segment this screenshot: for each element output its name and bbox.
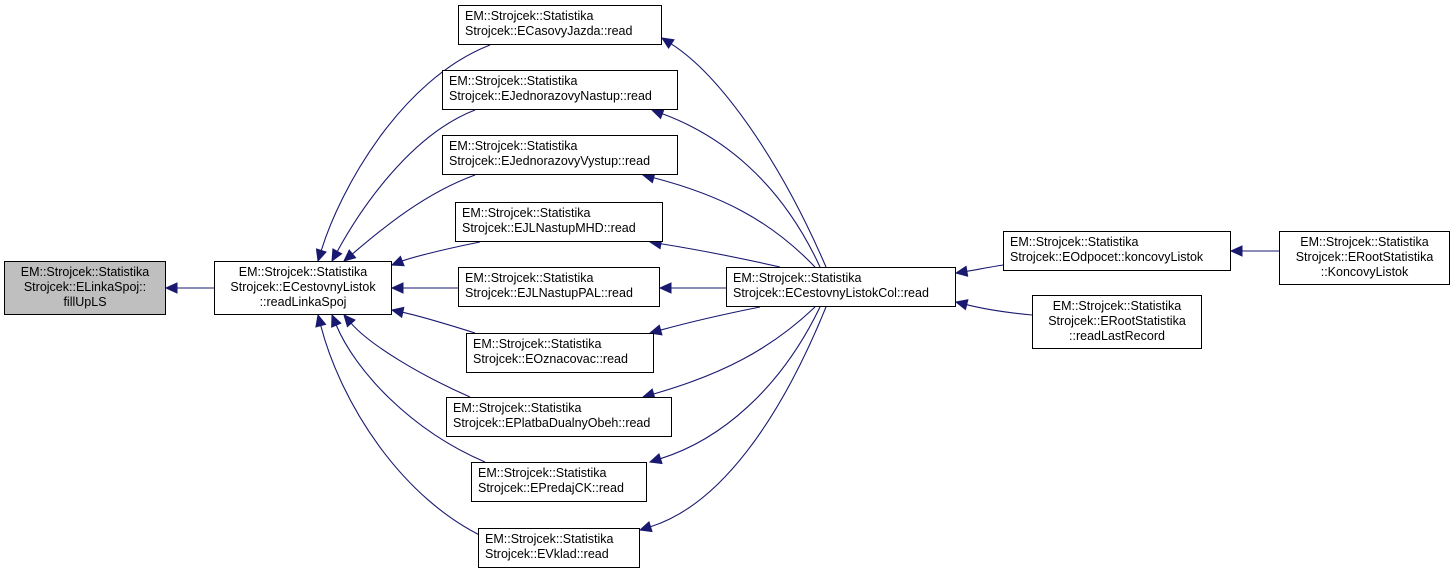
arrowhead-icon	[390, 282, 404, 294]
arrowhead-icon	[638, 521, 653, 533]
node-label-line: Strojcek::EJLNastupPAL::read	[465, 286, 633, 300]
node-label-line: Strojcek::EPlatbaDualnyObeh::read	[453, 416, 651, 430]
node-label-line: EM::Strojcek::Statistika	[20, 265, 150, 279]
arrowhead-icon	[650, 108, 665, 120]
node-label-line: Strojcek::EJednorazovyNastup::read	[449, 89, 652, 103]
edge-ECestovnyListokCol-to-EPredajCK	[660, 306, 821, 460]
node-label-line: Strojcek::ERootStatistika	[1295, 250, 1434, 264]
arrowhead-icon	[315, 313, 327, 328]
node-label-line: EM::Strojcek::Statistika	[1010, 235, 1139, 249]
edge-ECestovnyListokCol-to-EPlatbaDualnyObeh	[653, 306, 816, 395]
node-label-line: EM::Strojcek::Statistika	[238, 265, 368, 279]
arrowhead-icon	[164, 282, 178, 294]
edge-EJLNastupMHD-to-readLinkaSpoj	[402, 241, 481, 262]
node-label-line: Strojcek::EJednorazovyVystup::read	[449, 154, 651, 168]
arrowhead-icon	[343, 249, 357, 262]
arrowhead-icon	[390, 255, 405, 267]
node-label-line: EM::Strojcek::Statistika	[733, 271, 862, 285]
arrowhead-icon	[648, 453, 663, 465]
edge-EOznacovac-to-readLinkaSpoj	[402, 311, 476, 334]
node-label-line: EM::Strojcek::Statistika	[1052, 299, 1182, 313]
node-label-line: EM::Strojcek::Statistika	[473, 337, 602, 351]
edge-ECestovnyListokCol-to-EOznacovac	[660, 306, 761, 331]
node-label-line: EM::Strojcek::Statistika	[462, 206, 591, 220]
edge-koncovyListok-to-ECestovnyListokCol	[966, 264, 1004, 272]
node-label-line: EM::Strojcek::Statistika	[453, 401, 582, 415]
node-label-line: Strojcek::EOdpocet::koncovyListok	[1010, 250, 1204, 264]
edge-ECestovnyListokCol-to-ECasovyJazda	[670, 43, 827, 268]
arrowhead-icon	[390, 306, 405, 319]
edge-EJednorazovyVystup-to-readLinkaSpoj	[352, 174, 476, 255]
edge-ECestovnyListokCol-to-EJednorazovyVystup	[653, 177, 816, 268]
node-label-line: Strojcek::EPredajCK::read	[478, 481, 624, 495]
arrowhead-icon	[1229, 245, 1243, 257]
arrowhead-icon	[658, 282, 672, 294]
node-label-line: EM::Strojcek::Statistika	[465, 9, 594, 23]
node-label-line: EM::Strojcek::Statistika	[1300, 235, 1429, 249]
arrowhead-icon	[331, 313, 342, 328]
node-label-line: ::readLastRecord	[1069, 329, 1165, 343]
node-label-line: Strojcek::EOznacovac::read	[473, 352, 628, 366]
node-label-line: fillUpLS	[63, 295, 107, 309]
node-label-line: ::readLinkaSpoj	[259, 295, 347, 309]
node-label-line: Strojcek::ECestovnyListok	[230, 280, 376, 294]
arrowhead-icon	[660, 37, 675, 50]
node-label-line: EM::Strojcek::Statistika	[449, 139, 578, 153]
node-label-line: Strojcek::ELinkaSpoj::	[23, 280, 147, 294]
edge-EJednorazovyNastup-to-readLinkaSpoj	[336, 109, 476, 252]
node-label-line: Strojcek::ECasovyJazda::read	[465, 24, 633, 38]
edge-readLastRecord-to-ECestovnyListokCol	[966, 304, 1033, 316]
arrowhead-icon	[648, 324, 663, 336]
arrowhead-icon	[954, 299, 969, 311]
arrowhead-icon	[954, 265, 969, 277]
arrowhead-icon	[343, 314, 356, 328]
node-label-line: EM::Strojcek::Statistika	[449, 74, 578, 88]
edge-ECestovnyListokCol-to-EJednorazovyNastup	[662, 113, 821, 268]
edge-EVklad-to-readLinkaSpoj	[320, 325, 491, 541]
arrowhead-icon	[331, 248, 343, 263]
edge-ECasovyJazda-to-readLinkaSpoj	[320, 44, 491, 251]
edge-ECestovnyListokCol-to-EVklad	[650, 306, 827, 528]
node-label-line: Strojcek::ECestovnyListokCol::read	[733, 286, 929, 300]
edge-ECestovnyListokCol-to-EJLNastupMHD	[660, 243, 781, 268]
node-label-line: Strojcek::ERootStatistika	[1048, 314, 1186, 328]
node-label-line: ::KoncovyListok	[1320, 265, 1409, 279]
node-label-line: EM::Strojcek::Statistika	[465, 271, 594, 285]
edge-EPlatbaDualnyObeh-to-readLinkaSpoj	[350, 322, 471, 398]
edge-EPredajCK-to-readLinkaSpoj	[335, 324, 486, 463]
node-label-line: Strojcek::EVklad::read	[485, 547, 609, 561]
node-label-line: EM::Strojcek::Statistika	[485, 532, 614, 546]
node-label-line: EM::Strojcek::Statistika	[478, 466, 607, 480]
node-label-line: Strojcek::EJLNastupMHD::read	[462, 221, 636, 235]
arrowhead-icon	[315, 248, 327, 263]
